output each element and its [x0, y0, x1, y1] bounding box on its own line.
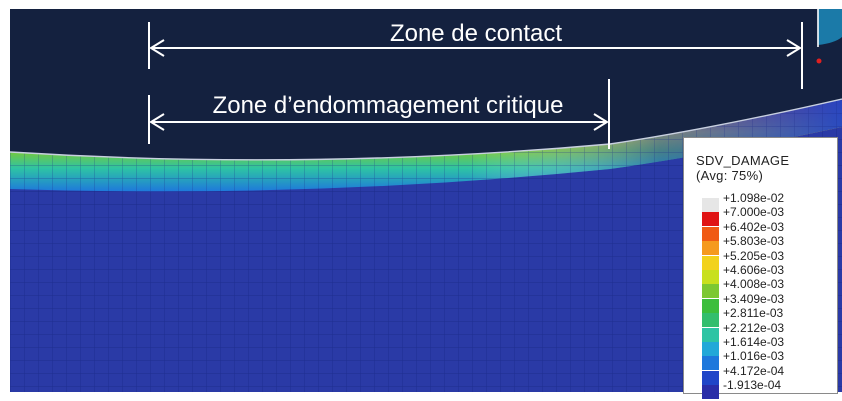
legend-subtitle: (Avg: 75%) [696, 168, 764, 183]
legend-value: +6.402e-03 [723, 219, 785, 234]
legend-value: +7.000e-03 [723, 205, 785, 220]
legend-swatch [702, 298, 719, 313]
legend-value: +2.212e-03 [723, 320, 785, 335]
legend-swatch [702, 284, 719, 299]
legend-value: +4.606e-03 [723, 263, 785, 277]
legend-value: +3.409e-03 [723, 291, 785, 306]
legend-value: +1.614e-03 [723, 335, 785, 349]
legend-value: +4.172e-04 [723, 363, 785, 378]
legend-value: +4.008e-03 [723, 277, 785, 292]
legend-swatch [702, 198, 719, 212]
contact-zone-label: Zone de contact [390, 20, 562, 47]
legend-swatch [702, 241, 719, 256]
legend-value: +1.016e-03 [723, 349, 785, 364]
contour-legend: SDV_DAMAGE (Avg: 75%) +1.098e-02+7.000e-… [683, 137, 838, 400]
legend-value: +5.803e-03 [723, 234, 785, 249]
legend-swatch [702, 327, 719, 342]
legend-swatch [702, 385, 719, 400]
legend-swatch [702, 313, 719, 328]
legend-swatch [702, 270, 719, 284]
legend-swatch [702, 226, 719, 241]
legend-swatch [702, 342, 719, 356]
legend-value: +2.811e-03 [723, 306, 784, 321]
critical-zone-arrow [148, 79, 610, 149]
legend-value: +1.098e-02 [723, 191, 785, 205]
indenter [818, 9, 842, 45]
legend-swatch [702, 212, 719, 227]
legend-swatch [702, 356, 719, 371]
legend-value: -1.913e-04 [723, 378, 782, 393]
critical-damage-zone-label: Zone d’endommagement critique [213, 92, 564, 119]
contact-zone-arrow [148, 22, 803, 89]
legend-title: SDV_DAMAGE [696, 153, 790, 168]
legend-swatch [702, 370, 719, 385]
legend-value: +5.205e-03 [723, 248, 785, 263]
legend-swatch [702, 255, 719, 270]
